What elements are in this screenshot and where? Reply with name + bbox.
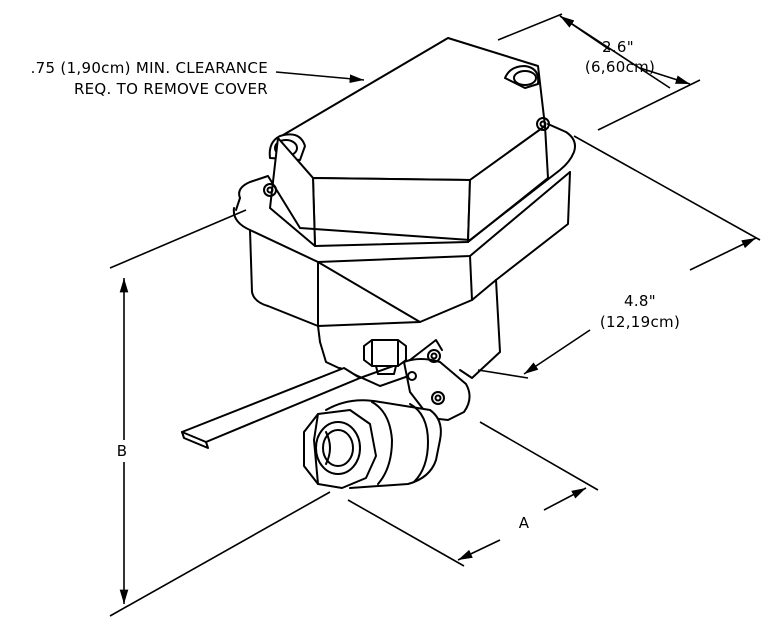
width-cm-label: (12,19cm): [600, 313, 680, 331]
depth-extension-2: [597, 79, 701, 131]
depth-extension-1: [497, 13, 563, 41]
depth-cm-label: (6,60cm): [585, 58, 655, 76]
width-inch-label: 4.8": [624, 292, 656, 310]
stem-nut: [363, 339, 407, 375]
labels: .75 (1,90cm) MIN. CLEARANCE REQ. TO REMO…: [31, 38, 680, 532]
height-extension-top: [109, 209, 247, 269]
height-label: B: [117, 442, 128, 460]
width-extension-2: [477, 369, 529, 379]
mounting-bracket: [319, 279, 501, 421]
width-dimension-arrow-1: [689, 237, 757, 271]
dimension-lines: [109, 13, 761, 617]
note-leader-line: [275, 71, 365, 83]
length-extension-2: [479, 421, 599, 491]
length-dimension-arrow-2: [543, 487, 587, 511]
valve-handle: [181, 367, 361, 449]
width-dimension-arrow-2: [523, 329, 591, 375]
depth-inch-label: 2.6": [602, 38, 634, 56]
actuator-base-housing: [232, 123, 576, 343]
width-extension-1: [573, 135, 761, 241]
clearance-note-line1: .75 (1,90cm) MIN. CLEARANCE: [31, 59, 268, 77]
length-extension-1: [347, 499, 465, 567]
length-dimension-arrow-1: [457, 539, 501, 561]
length-label: A: [519, 514, 530, 532]
actuator-cover: [263, 37, 550, 247]
height-extension-bottom: [109, 491, 331, 617]
clearance-note-line2: REQ. TO REMOVE COVER: [74, 80, 268, 98]
ball-valve-body: [303, 399, 442, 489]
